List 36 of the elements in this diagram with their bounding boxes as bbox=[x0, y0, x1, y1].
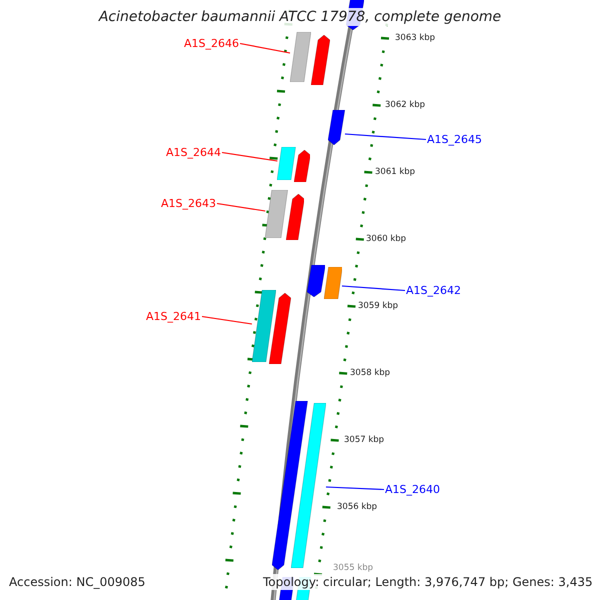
leader-line bbox=[342, 285, 406, 292]
gene-feature bbox=[294, 150, 310, 182]
tick-label: 3060 kbp bbox=[366, 234, 406, 244]
leader-line bbox=[326, 486, 384, 490]
gene-label: A1S_2646 bbox=[184, 37, 239, 50]
gene-label: A1S_2645 bbox=[427, 133, 482, 146]
gene-feature bbox=[286, 194, 304, 240]
tick-label: 3059 kbp bbox=[358, 301, 398, 311]
tick-label: 3063 kbp bbox=[395, 33, 436, 43]
gene-block bbox=[277, 147, 296, 180]
tick-label: 3061 kbp bbox=[375, 167, 416, 177]
tick-label: 3057 kbp bbox=[344, 435, 384, 445]
leader-line bbox=[222, 152, 278, 162]
gene-block bbox=[290, 32, 311, 82]
gene-feature bbox=[311, 35, 330, 85]
gene-feature bbox=[269, 293, 291, 364]
leader-line bbox=[202, 316, 252, 325]
leader-line bbox=[240, 42, 290, 54]
leader-line bbox=[216, 202, 266, 212]
gene-feature bbox=[328, 110, 345, 145]
gene-block bbox=[252, 290, 276, 362]
gene-label: A1S_2641 bbox=[146, 310, 201, 323]
gene-block bbox=[265, 190, 288, 238]
gene-label: A1S_2640 bbox=[385, 483, 440, 496]
leader-line bbox=[344, 133, 426, 140]
gene-label: A1S_2642 bbox=[406, 284, 461, 297]
gene-label: A1S_2644 bbox=[166, 146, 221, 159]
gene-feature bbox=[272, 401, 308, 570]
tick-label: 3062 kbp bbox=[385, 100, 426, 110]
gene-block bbox=[324, 267, 342, 299]
gene-feature bbox=[306, 265, 325, 297]
tick-label: 3055 kbp bbox=[333, 563, 374, 573]
gene-label: A1S_2643 bbox=[161, 197, 216, 210]
gene-block bbox=[290, 403, 326, 568]
tick-label: 3058 kbp bbox=[350, 368, 390, 378]
tick-label: 3056 kbp bbox=[337, 502, 378, 512]
